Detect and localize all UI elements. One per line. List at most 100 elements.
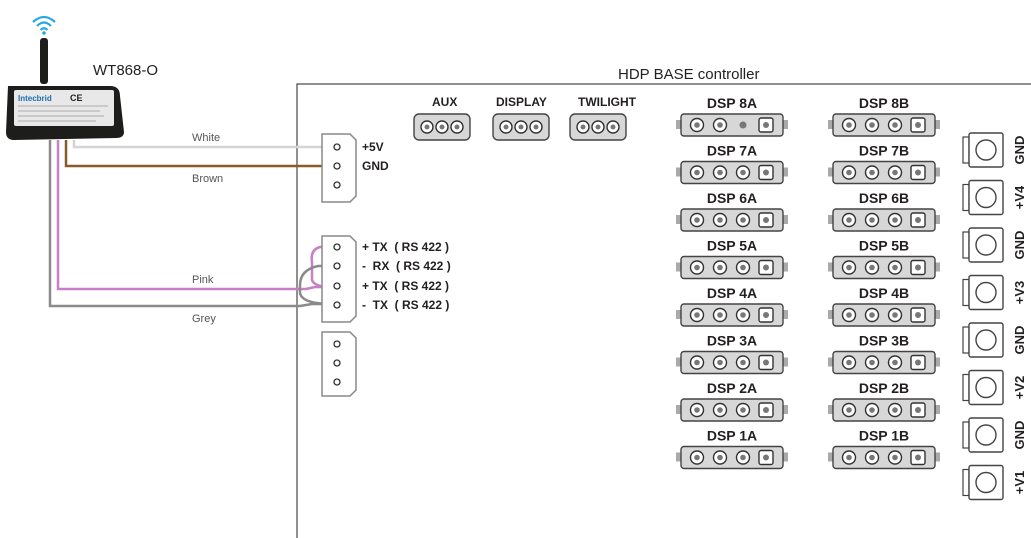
connector-tab — [782, 167, 788, 177]
pin-core — [717, 264, 723, 271]
connector-body — [832, 303, 936, 327]
side-terminal-label: +V1 — [1012, 471, 1027, 495]
terminal-clip — [962, 326, 970, 354]
dsp-right-label: DSP 3B — [859, 333, 909, 349]
pin-core — [763, 454, 769, 461]
pin-core — [915, 169, 921, 176]
terminal-5v-label: +5V — [362, 140, 384, 154]
dsp-right-connector: DSP 5B — [828, 238, 940, 280]
dsp-left-label: DSP 4A — [707, 285, 757, 301]
pin-core — [869, 312, 875, 318]
pin-core — [717, 169, 723, 176]
side-terminal: GND — [962, 322, 1027, 358]
side-terminal-label: GND — [1012, 326, 1027, 355]
pin-empty — [739, 121, 747, 129]
pin-core — [740, 454, 746, 461]
dsp-right-connector: DSP 4B — [828, 285, 940, 327]
dsp-left-connector: DSP 4A — [676, 285, 788, 327]
device-name: WT868-O — [93, 62, 158, 79]
connector-tab — [676, 215, 682, 224]
pin-core — [846, 454, 852, 461]
connector-tab — [828, 120, 834, 129]
terminal-screw — [975, 329, 997, 351]
pin-core — [694, 407, 700, 413]
dsp-right-connector: DSP 6B — [828, 190, 940, 232]
connector-body — [832, 398, 936, 422]
connector-body — [680, 208, 784, 232]
connector-tab — [934, 405, 940, 414]
connector-tab — [828, 167, 834, 177]
pin-core — [763, 169, 769, 176]
terminal-clip — [962, 373, 970, 402]
brown-wire-label: Brown — [192, 173, 223, 185]
connector-tab — [934, 215, 940, 224]
pin-core — [717, 407, 723, 413]
rs422-pin-3: + TX ( RS 422 ) — [362, 279, 449, 293]
terminal-screw — [975, 186, 997, 209]
wires — [48, 140, 334, 308]
dsp-left-label: DSP 3A — [707, 333, 757, 349]
pin-core — [694, 359, 700, 366]
pin-core — [892, 407, 898, 413]
pin-core — [694, 264, 700, 271]
pin-core — [763, 217, 769, 223]
pin-core — [740, 312, 746, 318]
terminal-clip — [962, 468, 970, 497]
connector-tab — [934, 120, 940, 129]
pin-core — [846, 122, 852, 128]
dsp-left-label: DSP 8A — [707, 95, 757, 111]
pin-core — [763, 407, 769, 413]
pin-core — [694, 217, 700, 223]
pin-core — [846, 312, 852, 318]
pin-core — [869, 217, 875, 223]
dsp-right-connector: DSP 1B — [828, 428, 940, 470]
side-terminal: +V3 — [962, 274, 1027, 311]
pin-core — [846, 359, 852, 366]
pin-core — [717, 359, 723, 366]
dsp-right-connector: DSP 3B — [828, 333, 940, 375]
pin-core — [717, 217, 723, 223]
connector-tab — [782, 452, 788, 462]
pin-core — [846, 407, 852, 413]
connector-tab — [782, 310, 788, 319]
twilight-connector: TWILIGHT — [569, 95, 637, 141]
connector-tab — [828, 215, 834, 224]
terminal-clip — [962, 183, 970, 212]
dsp-left-label: DSP 7A — [707, 143, 757, 159]
grey-wire-label: Grey — [192, 313, 216, 325]
connector-tab — [782, 215, 788, 224]
terminal-clip — [962, 136, 970, 164]
dsp-left-connector: DSP 1A — [676, 428, 788, 470]
side-terminal: +V2 — [962, 369, 1027, 406]
side-terminal: GND — [962, 227, 1027, 263]
connector-body — [832, 445, 936, 470]
controller-outline — [296, 83, 1031, 538]
pin-core — [915, 359, 921, 366]
dsp-left-connector: DSP 3A — [676, 333, 788, 375]
connector-tab — [934, 167, 940, 177]
pin-core — [869, 264, 875, 271]
connector-tab — [828, 405, 834, 414]
pin-core — [892, 217, 898, 223]
pink-wire-label: Pink — [192, 274, 214, 286]
side-terminal-label: GND — [1012, 421, 1027, 450]
connector-tab — [828, 357, 834, 367]
pin-core — [915, 217, 921, 223]
connector-tab — [676, 262, 682, 272]
aux-label: AUX — [432, 95, 457, 109]
controller-title: HDP BASE controller — [618, 66, 759, 83]
connector-body — [680, 303, 784, 327]
pin-core — [846, 264, 852, 271]
connector-tab — [782, 262, 788, 272]
connector-tab — [782, 120, 788, 129]
antenna — [40, 38, 48, 84]
side-terminal-label: GND — [1012, 231, 1027, 260]
connector-body — [680, 113, 784, 137]
connector-tab — [676, 167, 682, 177]
pin-core — [869, 454, 875, 461]
pin-core — [763, 359, 769, 366]
